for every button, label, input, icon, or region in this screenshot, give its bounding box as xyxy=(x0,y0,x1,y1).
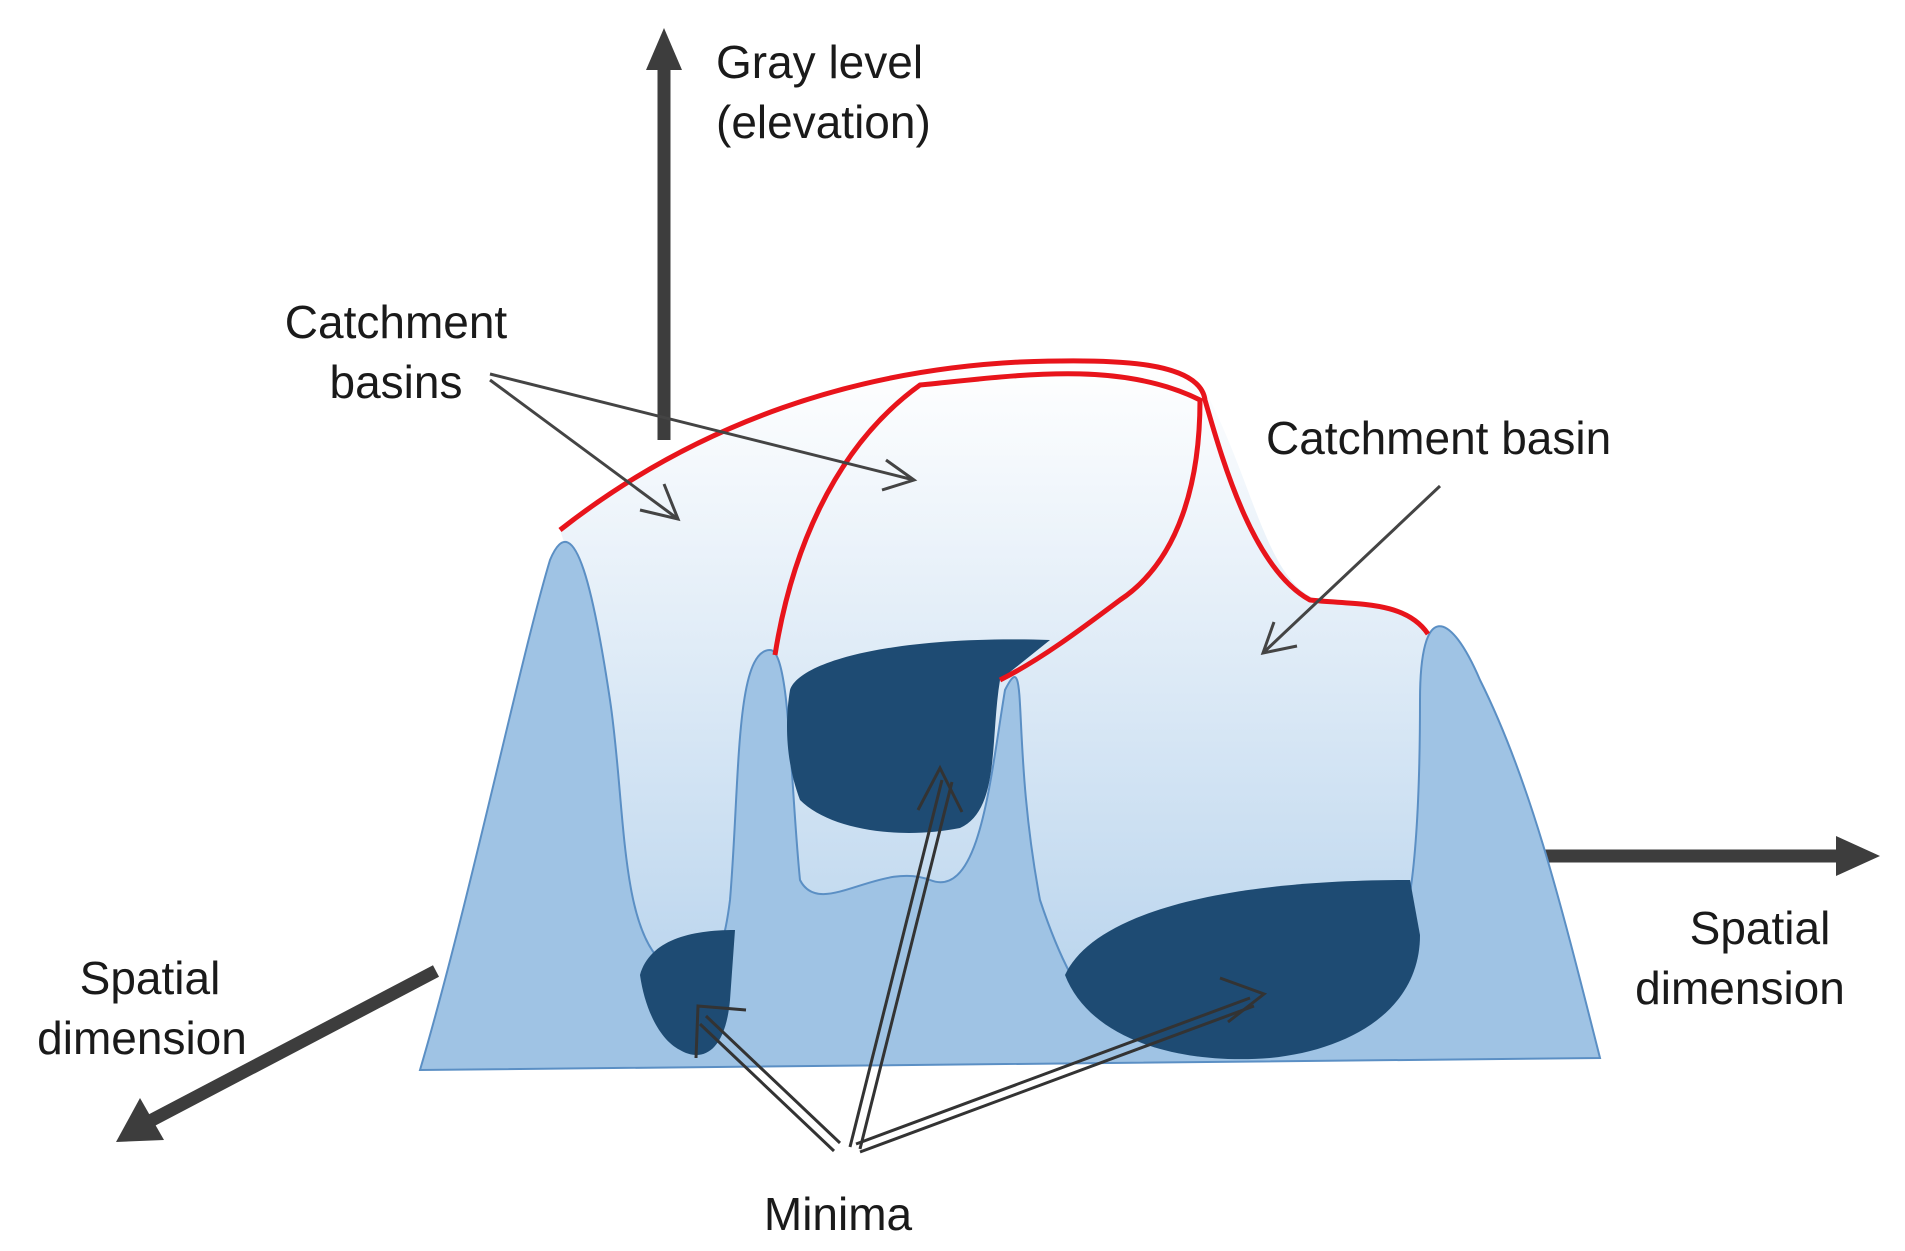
minima-arrow-right-shaft-a xyxy=(855,996,1251,1146)
minimum-pool-left xyxy=(640,930,735,1055)
minima-arrow-left-shaft-a xyxy=(704,1014,842,1145)
left-axis-label-line1: Spatial xyxy=(80,952,221,1004)
minima-arrow-left-head xyxy=(694,1004,747,1059)
left-axis-arrowhead xyxy=(116,1098,164,1142)
arrow-basins-to-left-basin-head xyxy=(639,483,681,522)
inner-watershed-line xyxy=(772,371,1203,683)
vertical-axis-label-line2: (elevation) xyxy=(716,96,931,148)
right-axis-label-line1: Spatial xyxy=(1690,902,1831,954)
arrow-basins-to-center-basin-head xyxy=(881,458,918,492)
catchment-basin-label: Catchment basin xyxy=(1266,412,1611,464)
catchment-basins-label-line2: basins xyxy=(330,356,463,408)
vertical-axis-arrowhead xyxy=(646,28,682,70)
callout-arrows xyxy=(489,372,1442,656)
vertical-axis-label-line1: Gray level xyxy=(716,36,923,88)
catchment-basins-label-line1: Catchment xyxy=(285,296,508,348)
minima-label: Minima xyxy=(764,1188,913,1240)
minima-arrow-center-shaft-b xyxy=(858,781,954,1150)
arrow-to-right-basin-head xyxy=(1260,621,1298,656)
minima-arrow-center-shaft-a xyxy=(848,779,944,1148)
arrow-basins-to-left-basin xyxy=(489,378,679,521)
left-axis xyxy=(148,965,440,1126)
minima-arrows xyxy=(694,764,1268,1154)
arrow-to-right-basin xyxy=(1261,484,1442,655)
minima-arrow-right-shaft-b xyxy=(859,1004,1255,1154)
minima-arrow-center-head xyxy=(916,764,964,813)
left-axis-label-line2: dimension xyxy=(37,1012,247,1064)
axes xyxy=(116,28,1880,1142)
arrow-basins-to-center-basin xyxy=(489,372,915,482)
right-axis-arrowhead xyxy=(1836,836,1880,876)
minima-arrow-left-shaft-b xyxy=(698,1022,836,1153)
terrain-profile xyxy=(418,541,1602,1072)
minimum-pool-center xyxy=(787,639,1050,833)
right-axis-label-line2: dimension xyxy=(1635,962,1845,1014)
minimum-pool-right xyxy=(1065,880,1420,1060)
minima-arrow-right-head xyxy=(1219,976,1268,1024)
